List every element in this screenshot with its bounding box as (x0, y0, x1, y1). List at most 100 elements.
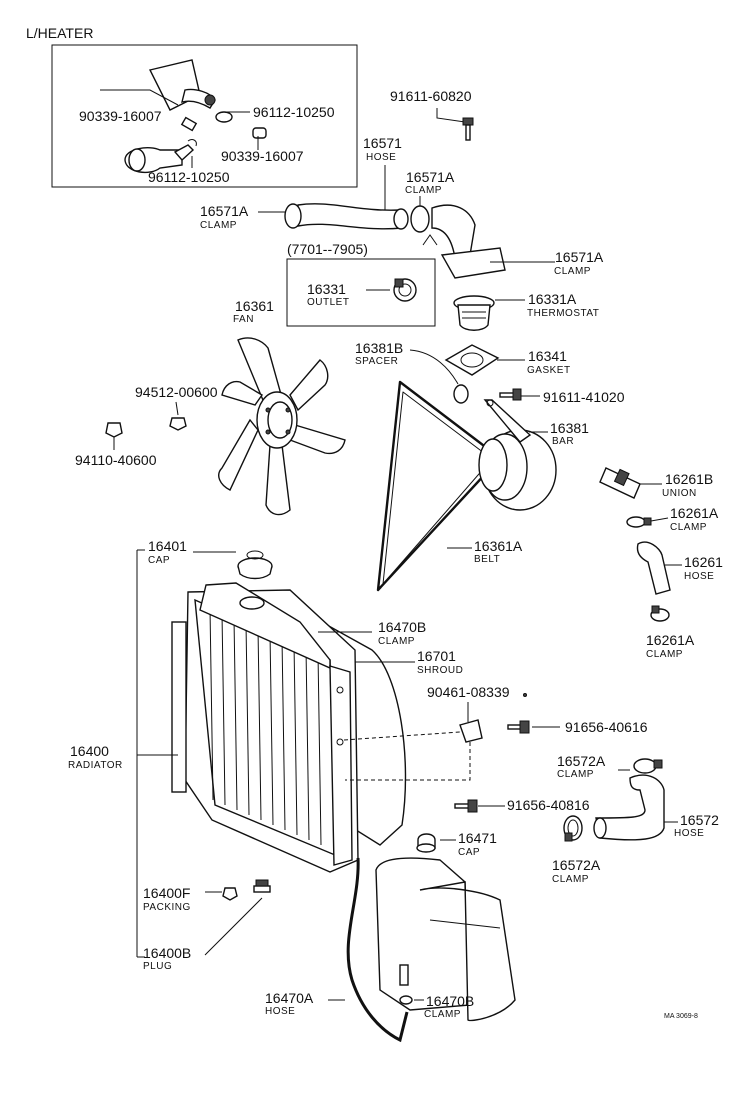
callout-label: THERMOSTAT (527, 308, 599, 319)
callout-label: HOSE (366, 152, 396, 163)
figure-code: MA 3069-8 (664, 1013, 698, 1020)
reservoir-tank (375, 857, 516, 1022)
clamp-16572A-upper (633, 758, 663, 774)
callout-label: HOSE (674, 828, 704, 839)
callout-label: CLAMP (424, 1009, 461, 1020)
callout-number: 90461-08339 (427, 684, 510, 700)
callout-label: CLAMP (646, 649, 683, 660)
callout-number: 16261B (665, 471, 713, 487)
reservoir-cap-16471 (416, 833, 436, 853)
callout-label: CLAMP (557, 769, 594, 780)
callout-number: 90339-16007 (79, 108, 162, 124)
callout-label: HOSE (684, 571, 714, 582)
fan-16361 (218, 337, 346, 516)
callout-number: 16361 (235, 298, 274, 314)
gasket-16341 (444, 344, 500, 376)
callout-number: 16400F (143, 885, 190, 901)
packing-16400F (222, 887, 238, 901)
clamp-16261A-upper (626, 516, 652, 528)
callout-label: CLAMP (554, 266, 591, 277)
callout-number: 16471 (458, 830, 497, 846)
callout-number: 16470B (426, 993, 474, 1009)
callout-number: 94110-40600 (75, 452, 157, 468)
callout-label: SPACER (355, 356, 398, 367)
callout-label: CLAMP (552, 874, 589, 885)
callout-number: 16261A (670, 505, 719, 521)
clamp-16470B-lower (399, 995, 413, 1005)
callout-number: 16261 (684, 554, 723, 570)
heater-pipe-drawing (124, 59, 267, 174)
callout-number: 16571A (555, 249, 604, 265)
callout-label: CAP (148, 555, 170, 566)
callout-label: PLUG (143, 961, 172, 972)
bracket-90461 (459, 719, 483, 743)
callout-label: PACKING (143, 902, 191, 913)
callout-number: 16261A (646, 632, 695, 648)
spacer-16381B (453, 384, 469, 404)
callout-label: BAR (552, 436, 574, 447)
clamp-16261A-lower (650, 605, 670, 622)
union-16261B (599, 467, 641, 499)
hose-16571 (284, 203, 430, 233)
plug-16400B (253, 879, 271, 893)
radiator-cap-16401 (237, 550, 273, 580)
callout-number: 91656-40816 (507, 797, 590, 813)
radiator-16400 (171, 582, 359, 873)
callout-label: CLAMP (200, 220, 237, 231)
thermostat-16331A (453, 295, 495, 331)
callout-label: GASKET (527, 365, 571, 376)
pulley-bracket-16381 (478, 399, 557, 511)
callout-label: CAP (458, 847, 480, 858)
outlet-16331 (422, 204, 506, 279)
callout-label: UNION (662, 488, 697, 499)
callout-label: CLAMP (670, 522, 707, 533)
belt-16361A (376, 380, 502, 592)
callout-number: 16381 (550, 420, 589, 436)
callout-number: 16571A (406, 169, 455, 185)
bolt-91656-40816 (454, 799, 478, 813)
overflow-hose-16470A (346, 857, 409, 1043)
bolt-91611-41020 (499, 388, 522, 401)
callout-number: 16571 (363, 135, 402, 151)
callout-label: CLAMP (378, 636, 415, 647)
clamp-16572A-lower (563, 815, 583, 842)
bolt-91611-60820 (462, 117, 474, 141)
callout-label: SHROUD (417, 665, 463, 676)
callout-label: RADIATOR (68, 760, 123, 771)
callout-number: 91611-41020 (543, 389, 625, 405)
callout-number: 96112-10250 (253, 104, 335, 120)
callout-number: 16571A (200, 203, 249, 219)
year-range: (7701--7905) (287, 241, 368, 257)
callout-number: 16341 (528, 348, 567, 364)
year-range-box (286, 258, 436, 327)
callout-number: 16381B (355, 340, 403, 356)
callout-number: 16331 (307, 281, 346, 297)
bolt-91656-40616 (507, 720, 530, 734)
callout-label: OUTLET (307, 297, 349, 308)
callout-label: FAN (233, 314, 254, 325)
callout-label: BELT (474, 554, 500, 565)
callout-number: 16572A (552, 857, 601, 873)
callout-label: HOSE (265, 1006, 295, 1017)
callout-number: 16572 (680, 812, 719, 828)
callout-number: 16470A (265, 990, 314, 1006)
nut-94512 (169, 417, 187, 431)
callout-number: 16470B (378, 619, 426, 635)
callout-number: 91656-40616 (565, 719, 648, 735)
callout-number: 94512-00600 (135, 384, 218, 400)
callout-number: 16400 (70, 743, 109, 759)
callout-number: 16331A (528, 291, 577, 307)
heater-inset-box (51, 44, 358, 188)
hose-16261 (636, 541, 671, 595)
heater-title: L/HEATER (26, 25, 93, 41)
callout-number: 16401 (148, 538, 187, 554)
callout-number: 16572A (557, 753, 606, 769)
callout-number: 90339-16007 (221, 148, 304, 164)
callout-number: 16361A (474, 538, 523, 554)
callout-number: 16701 (417, 648, 456, 664)
nut-94110 (105, 422, 123, 438)
callout-number: 96112-10250 (148, 169, 230, 185)
callout-number: 91611-60820 (390, 88, 472, 104)
callout-label: CLAMP (405, 185, 442, 196)
